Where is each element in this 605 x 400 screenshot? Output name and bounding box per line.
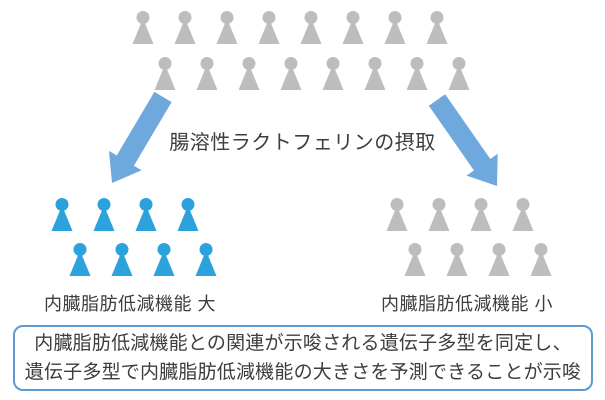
intake-label: 腸溶性ラクトフェリンの摂取 (169, 132, 436, 154)
person-icon (406, 57, 428, 90)
person-icon (386, 198, 408, 231)
large-effect-label: 内臓脂肪低減機能 大 (43, 294, 216, 314)
person-icon (404, 243, 426, 276)
small-effect-group (386, 198, 552, 276)
large-effect-group (51, 198, 217, 276)
person-icon (448, 57, 470, 90)
conclusion-line-1: 内臓脂肪低減機能との関連が示唆される遺伝子多型を同定し、 (34, 333, 572, 354)
icon-row (386, 198, 552, 231)
person-icon (364, 57, 386, 90)
person-icon (300, 11, 322, 44)
person-icon (111, 243, 133, 276)
person-icon (153, 243, 175, 276)
person-icon (174, 11, 196, 44)
icon-row (404, 243, 552, 276)
conclusion-line-2: 遺伝子多型で内臓脂肪低減機能の大きさを予測できることが示唆 (24, 362, 582, 383)
icon-row (132, 11, 470, 44)
person-icon (512, 198, 534, 231)
person-icon (258, 11, 280, 44)
conclusion-box: 内臓脂肪低減機能との関連が示唆される遺伝子多型を同定し、 遺伝子多型で内臓脂肪低… (13, 325, 593, 391)
population-before-group (132, 11, 470, 90)
person-icon (154, 57, 176, 90)
person-icon (280, 57, 302, 90)
person-icon (322, 57, 344, 90)
person-icon (426, 11, 448, 44)
person-icon (342, 11, 364, 44)
person-icon (135, 198, 157, 231)
person-icon (470, 198, 492, 231)
person-icon (195, 243, 217, 276)
person-icon (69, 243, 91, 276)
icon-row (69, 243, 217, 276)
person-icon (196, 57, 218, 90)
person-icon (93, 198, 115, 231)
person-icon (428, 198, 450, 231)
small-effect-label: 内臓脂肪低減機能 小 (380, 294, 553, 314)
person-icon (530, 243, 552, 276)
person-icon (446, 243, 468, 276)
icon-row (51, 198, 217, 231)
person-icon (488, 243, 510, 276)
person-icon (216, 11, 238, 44)
person-icon (51, 198, 73, 231)
person-icon (238, 57, 260, 90)
person-icon (177, 198, 199, 231)
person-icon (132, 11, 154, 44)
person-icon (384, 11, 406, 44)
icon-row (154, 57, 470, 90)
